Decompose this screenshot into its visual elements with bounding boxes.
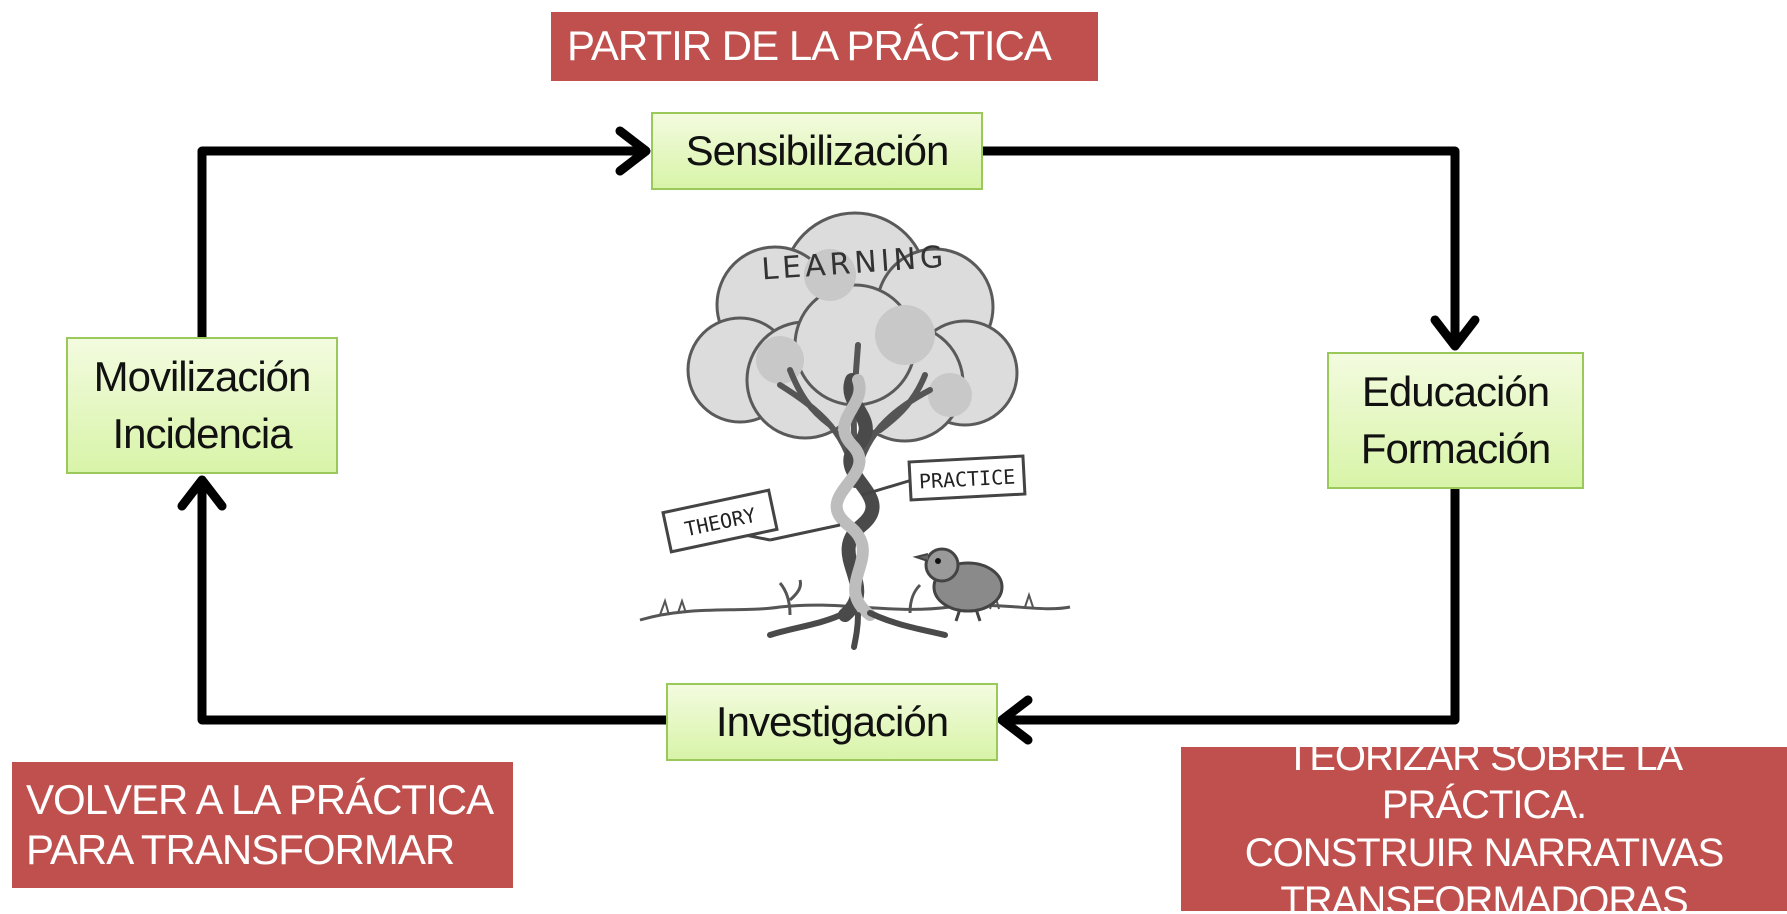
learning-tree-illustration: LEARNING PRACTICE THEORY <box>639 211 1071 650</box>
connector-edu-to-inv <box>1001 484 1460 725</box>
arrowhead-inv <box>997 695 1033 745</box>
stage-movilizacion-label: Movilización <box>93 352 312 400</box>
stage-educacion: Educación Formación <box>1327 352 1584 489</box>
tree-roots <box>767 610 948 650</box>
banner-return-line-2: PARA TRANSFORMAR <box>26 826 455 873</box>
sprouts <box>778 579 922 616</box>
stage-incidencia-label: Incidencia <box>112 409 292 457</box>
banner-start-practice-text: PARTIR DE LA PRÁCTICA <box>567 22 1052 70</box>
stage-sensibilizacion-label: Sensibilización <box>685 126 950 174</box>
arrowhead-mov <box>177 475 227 511</box>
stage-movilizacion: Movilización Incidencia <box>66 337 338 474</box>
stage-investigacion: Investigación <box>666 683 998 761</box>
practice-sign: PRACTICE <box>861 454 1027 502</box>
practice-sign-label: PRACTICE <box>918 464 1015 493</box>
theory-sign: THEORY <box>661 488 841 554</box>
banner-return-line-1: VOLVER A LA PRÁCTICA <box>26 775 494 823</box>
stage-investigacion-label: Investigación <box>715 697 949 745</box>
connector-inv-to-mov <box>197 479 671 725</box>
bird-figure <box>912 547 1004 622</box>
banner-theorize-line-2: CONSTRUIR NARRATIVAS <box>1244 831 1725 875</box>
arrowhead-edu <box>1430 315 1480 351</box>
banner-theorize-line-3: TRANSFORMADORAS <box>1280 879 1688 914</box>
tree-trunk-strand-b <box>830 374 876 621</box>
connector-sens-to-edu <box>978 146 1460 347</box>
banner-theorize-line-1: TEORIZAR SOBRE LA PRÁCTICA. <box>1285 735 1683 827</box>
arrowhead-sens <box>615 126 651 176</box>
connector-mov-to-sens <box>197 146 647 342</box>
banner-theorize-practice: TEORIZAR SOBRE LA PRÁCTICA. CONSTRUIR NA… <box>1181 735 1787 914</box>
stage-formacion-label: Formación <box>1360 424 1551 472</box>
stage-sensibilizacion: Sensibilización <box>651 112 983 190</box>
banner-return-practice: VOLVER A LA PRÁCTICA PARA TRANSFORMAR <box>12 762 513 888</box>
stage-educacion-label: Educación <box>1361 367 1550 415</box>
banner-start-practice: PARTIR DE LA PRÁCTICA <box>551 12 1098 81</box>
